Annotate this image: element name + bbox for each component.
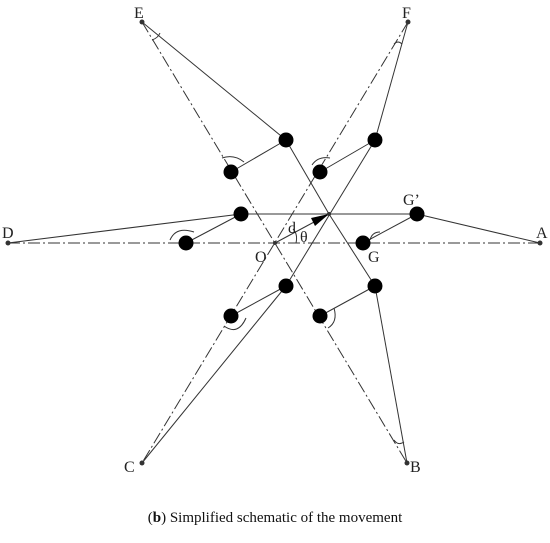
platform-left: [241, 140, 286, 214]
joint-upper-left-outer: [278, 132, 294, 148]
link-lines: [7, 21, 541, 464]
angle-arc-theta: [292, 228, 298, 244]
frame-point-d: [5, 240, 11, 246]
joint-upper-left-inner: [223, 164, 239, 180]
frame-point-a: [537, 240, 543, 246]
joint-right-outer: [409, 206, 425, 222]
center-point-g-prime: [327, 212, 331, 216]
angle-tick-b: [393, 439, 405, 445]
crank-lower-left: [230, 285, 287, 317]
label-g-prime: G’: [403, 192, 420, 209]
joint-upper-right-outer: [367, 132, 383, 148]
angle-arc-lower-right: [327, 307, 336, 329]
joint-upper-right-inner: [312, 164, 328, 180]
label-o: O: [255, 249, 267, 266]
angle-marks: [151, 32, 405, 445]
caption-tag: b: [152, 510, 162, 526]
platform-lower-right: [328, 213, 376, 287]
link-b-lower: [374, 285, 408, 464]
angle-tick-e: [151, 32, 161, 41]
offset-arrow-head: [311, 214, 329, 226]
angle-arc-right: [369, 231, 381, 241]
joint-right-inner: [355, 235, 371, 251]
angle-arc-upper-right: [311, 157, 331, 166]
angle-arc-lower-left: [223, 317, 247, 331]
label-d-offset: d: [288, 220, 296, 237]
centerline-e-b: [141, 21, 408, 464]
frame-point-b: [404, 460, 410, 466]
figure-caption: (b) Simplified schematic of the movement: [147, 510, 403, 526]
joint-lower-right-outer: [367, 278, 383, 294]
label-c: C: [124, 459, 135, 476]
label-e: E: [134, 5, 144, 22]
link-f-upper: [374, 21, 409, 141]
joint-left-outer: [233, 206, 249, 222]
frame-point-f: [405, 19, 411, 25]
crank-lower-right: [319, 285, 376, 317]
link-c-lower: [141, 285, 287, 464]
label-g: G: [368, 249, 380, 266]
label-a: A: [536, 225, 548, 242]
platform-upper-left: [285, 139, 330, 215]
frame-point-c: [139, 460, 145, 466]
crank-right: [362, 213, 418, 244]
label-theta: θ: [300, 229, 308, 246]
frame-point-e: [139, 19, 145, 25]
crank-upper-right: [319, 139, 376, 173]
joint-lower-left-inner: [223, 308, 239, 324]
angle-arc-upper-left: [221, 156, 245, 163]
origin-point-o: [273, 241, 277, 245]
joint-lower-left-outer: [278, 278, 294, 294]
joints: [178, 132, 425, 324]
link-d-left: [7, 213, 242, 244]
label-b: B: [410, 459, 421, 476]
caption-text: Simplified schematic of the movement: [166, 510, 403, 526]
label-f: F: [402, 5, 411, 22]
link-a-right: [416, 213, 541, 244]
crank-left: [185, 213, 242, 244]
centerline-f-c: [141, 21, 409, 464]
angle-arc-left: [169, 229, 195, 241]
joint-lower-right-inner: [312, 308, 328, 324]
frame-points: [5, 19, 543, 466]
angle-tick-f: [393, 41, 403, 45]
link-e-upper: [141, 21, 287, 141]
joint-left-inner: [178, 235, 194, 251]
crank-upper-left: [230, 139, 287, 173]
label-d: D: [2, 225, 14, 242]
